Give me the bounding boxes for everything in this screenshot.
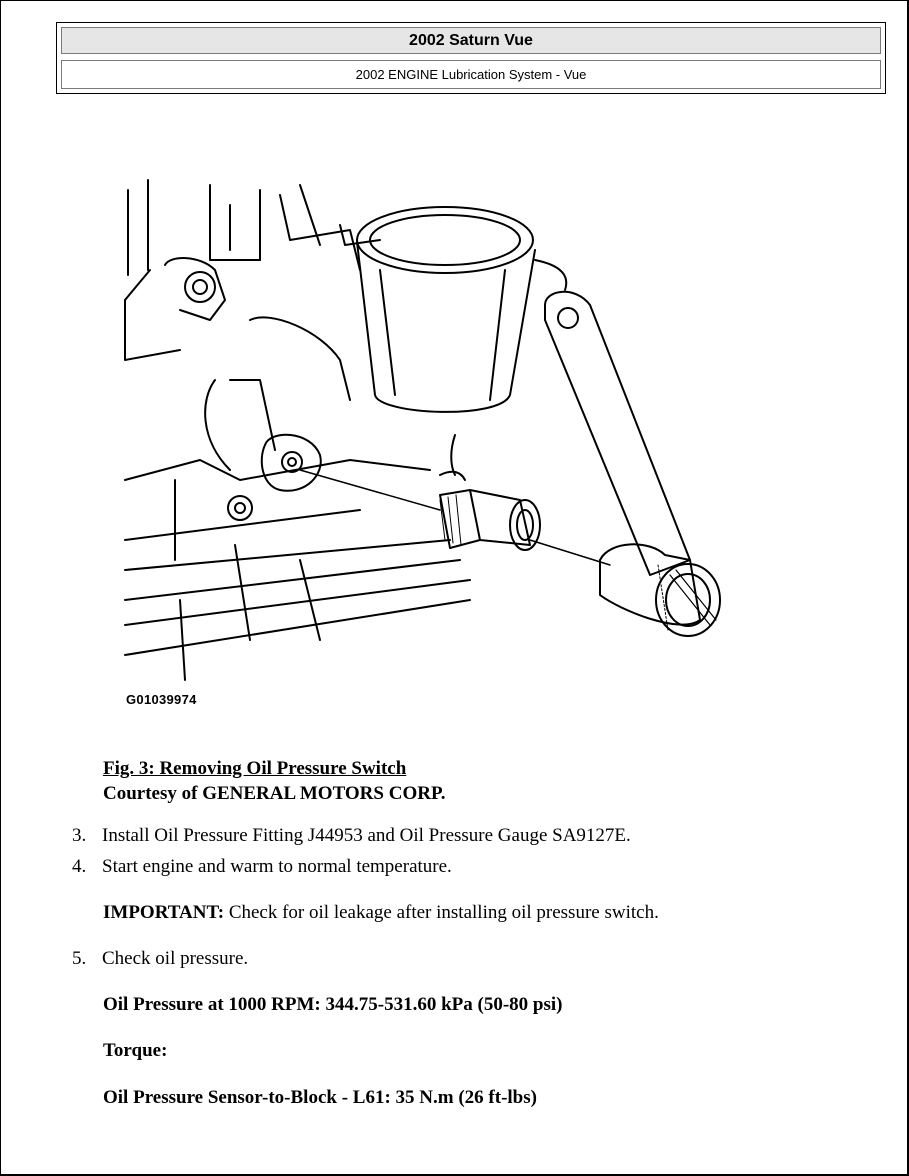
figure-title: Fig. 3: Removing Oil Pressure Switch xyxy=(103,758,407,779)
step-number: 4. xyxy=(72,856,87,877)
figure-code: G01039974 xyxy=(126,692,197,707)
step-text: Install Oil Pressure Fitting J44953 and … xyxy=(102,825,631,846)
step-number: 3. xyxy=(72,825,87,846)
torque-heading: Torque: xyxy=(103,1040,168,1061)
torque-spec: Oil Pressure Sensor-to-Block - L61: 35 N… xyxy=(103,1087,537,1108)
header-title: 2002 Saturn Vue xyxy=(61,27,881,54)
header-subtitle: 2002 ENGINE Lubrication System - Vue xyxy=(61,60,881,89)
step-3: 3. Install Oil Pressure Fitting J44953 an… xyxy=(72,825,631,847)
page-header: 2002 Saturn Vue 2002 ENGINE Lubrication … xyxy=(56,22,886,94)
step-4: 4. Start engine and warm to normal temper… xyxy=(72,856,452,878)
figure-courtesy: Courtesy of GENERAL MOTORS CORP. xyxy=(103,783,446,804)
important-text: Check for oil leakage after installing o… xyxy=(224,902,659,923)
important-note: IMPORTANT: Check for oil leakage after i… xyxy=(103,902,659,924)
step-text: Start engine and warm to normal temperat… xyxy=(102,856,452,877)
step-text: Check oil pressure. xyxy=(102,948,249,969)
step-number: 5. xyxy=(72,948,87,969)
oil-pressure-switch-illustration xyxy=(124,179,721,681)
important-label: IMPORTANT: xyxy=(103,902,225,923)
step-5: 5. Check oil pressure. xyxy=(72,948,248,970)
oil-pressure-spec: Oil Pressure at 1000 RPM: 344.75-531.60 … xyxy=(103,994,563,1015)
